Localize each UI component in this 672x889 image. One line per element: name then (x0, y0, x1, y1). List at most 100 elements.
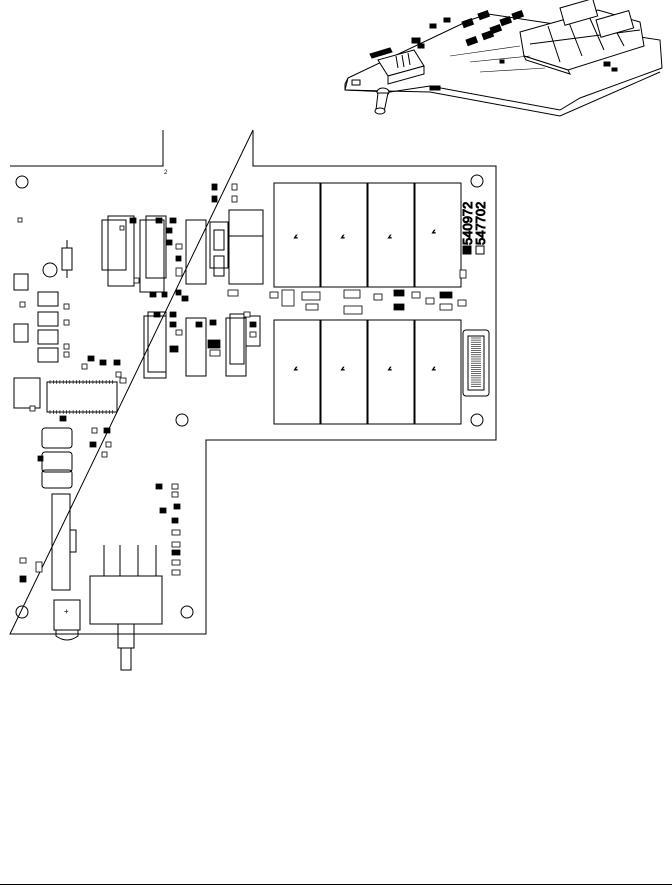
terminal-plus-label: + (64, 607, 69, 616)
smd-part (115, 371, 122, 378)
smd-part (175, 255, 182, 262)
smd-part (161, 291, 168, 298)
smd-part (159, 507, 167, 514)
relay (367, 182, 415, 288)
page-bottom-rule (0, 884, 672, 885)
relay-bank-bottom: ∠ ∠ ∠ ∠ (273, 319, 462, 425)
smd-part (393, 303, 405, 311)
smd-part (457, 299, 467, 307)
smd-part (459, 269, 467, 279)
mounting-hole (175, 413, 189, 427)
svg-text:∠: ∠ (341, 366, 345, 371)
isometric-connector (369, 47, 425, 85)
relay (273, 319, 321, 425)
main-board: ∠ ∠ ∠ ∠ ∠ ∠ ∠ ∠ 540972 547702 (9, 129, 497, 671)
smd-part (171, 491, 179, 498)
part-number-1: 540972 (460, 202, 475, 245)
smd-part (171, 483, 179, 490)
smd-part (231, 183, 238, 191)
smd-part (81, 363, 88, 370)
smd-part (119, 225, 125, 231)
smd-part (231, 195, 238, 203)
terminal-block (53, 599, 81, 641)
smd-part (175, 289, 182, 296)
smd-part (209, 349, 221, 357)
smd-part (165, 227, 173, 234)
smd-part (87, 355, 95, 362)
smd-part (35, 561, 43, 573)
part-number-2: 547702 (473, 202, 488, 245)
smd-part (207, 339, 221, 349)
smd-part (169, 321, 177, 328)
smd-part (113, 359, 121, 366)
smd-part (171, 549, 181, 556)
smd-part (133, 277, 140, 284)
smd-part (181, 295, 189, 302)
relay-bank-top: ∠ ∠ ∠ ∠ (273, 182, 462, 288)
smd-part (19, 301, 26, 308)
smd-part (243, 311, 251, 318)
smd-part (119, 377, 127, 384)
relay (414, 319, 462, 425)
board-outline (9, 129, 497, 635)
mounting-hole (15, 175, 29, 189)
smd-part (155, 217, 163, 224)
smd-part (89, 441, 97, 448)
smd-part (343, 289, 361, 299)
relay (320, 319, 368, 425)
smd-part (171, 569, 181, 576)
smd-part (411, 291, 421, 299)
smd-part (103, 427, 111, 434)
relay (367, 319, 415, 425)
smd-part (171, 541, 181, 548)
smd-part (393, 289, 405, 297)
smd-part (153, 311, 161, 318)
smd-part (63, 303, 70, 310)
relay (320, 182, 368, 288)
smd-part (99, 359, 107, 366)
smd-part (211, 183, 218, 191)
mounting-hole (470, 174, 484, 188)
smd-part (175, 243, 183, 250)
left-small-components (13, 240, 73, 489)
smd-part (175, 329, 183, 336)
smd-part (91, 427, 98, 434)
ic-chip (13, 377, 118, 414)
mounting-hole (180, 605, 194, 619)
smd-part (149, 291, 157, 298)
smd-part (301, 291, 321, 301)
smd-part (249, 321, 257, 328)
smd-part (425, 297, 435, 305)
smd-part (439, 303, 453, 311)
smd-part (169, 345, 179, 353)
isometric-transistors (411, 9, 525, 49)
smd-part (101, 451, 108, 458)
isometric-potentiometer (374, 87, 390, 115)
smd-part (19, 575, 27, 583)
smd-part (63, 343, 70, 350)
smd-part (249, 331, 257, 338)
smd-part (59, 415, 67, 422)
smd-part (105, 441, 112, 448)
isometric-relay-block (519, 0, 645, 75)
smd-part (439, 291, 453, 299)
smd-part (19, 557, 27, 564)
smd-part (171, 529, 181, 536)
smd-part (343, 305, 363, 315)
smd-part (171, 559, 181, 566)
svg-text:∠: ∠ (432, 366, 436, 371)
smd-part (175, 267, 183, 277)
potentiometer-block (89, 545, 163, 671)
part-number-legend: 540972 547702 (460, 201, 489, 255)
smd-part (195, 321, 203, 328)
top-label: 2 (164, 170, 168, 176)
smd-part (269, 291, 279, 299)
smd-part (63, 319, 70, 326)
part-marker-open (475, 245, 485, 255)
smd-part (129, 217, 137, 224)
relay (273, 182, 321, 288)
mounting-hole (15, 605, 29, 619)
svg-text:∠: ∠ (388, 234, 392, 239)
relay (414, 182, 462, 288)
